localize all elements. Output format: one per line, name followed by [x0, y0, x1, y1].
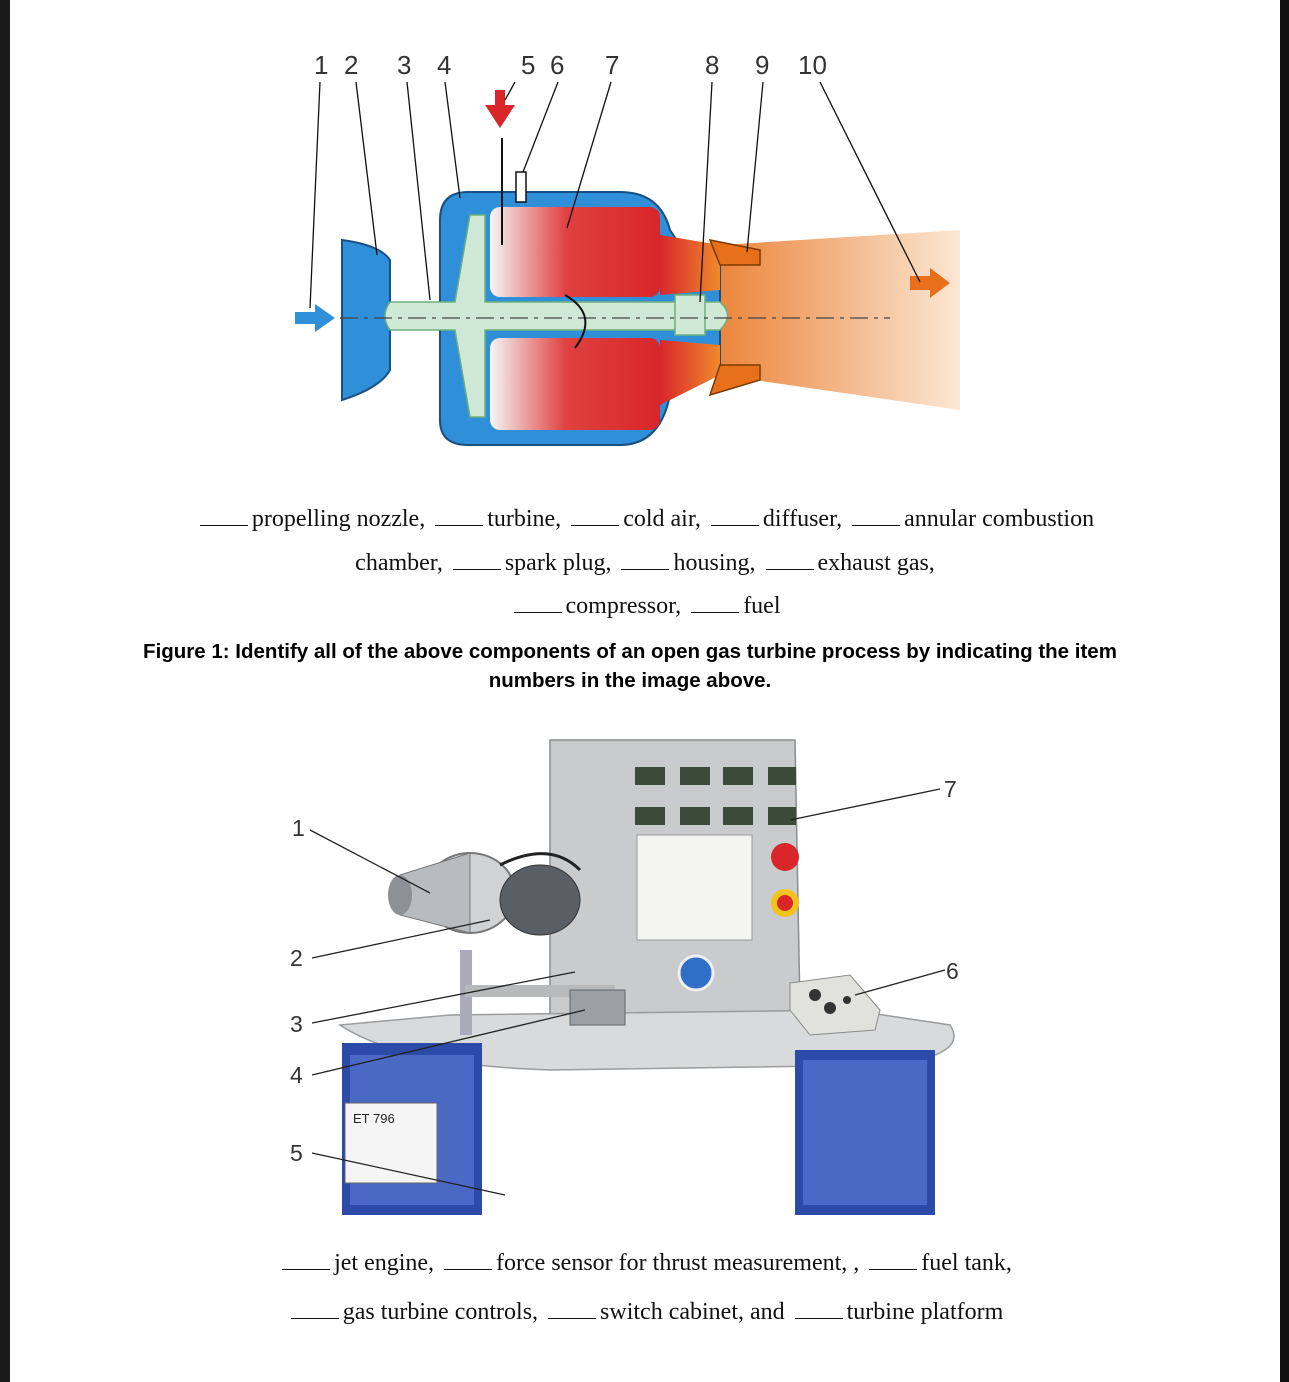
viewer-edge	[1280, 0, 1289, 1382]
fig2-callout-3: 3	[290, 1011, 303, 1037]
term-gas-turbine-controls: gas turbine controls,	[342, 1299, 539, 1325]
et796-badge: ET 796	[353, 1111, 395, 1126]
fig2-callout-5: 5	[290, 1140, 303, 1166]
term-turbine: turbine,	[487, 506, 562, 532]
fig1-callout-10: 10	[798, 50, 827, 80]
figure-1-caption: Figure 1: Identify all of the above comp…	[143, 640, 1117, 692]
term-annular-combustion: annular combustion	[904, 506, 1095, 532]
term-housing: housing,	[673, 550, 756, 576]
fig1-terms-line-1: propelling nozzle, turbine, cold air, di…	[10, 506, 1280, 533]
fig2-terms-line-1: jet engine, force sensor for thrust meas…	[10, 1250, 1280, 1277]
jet-engine-test-rig-diagram: ET 796 1 2 3 4 5 6 7	[290, 739, 959, 1215]
fig1-callout-2: 2	[344, 50, 358, 80]
term-spark-plug: spark plug,	[504, 550, 612, 576]
term-fuel: fuel	[743, 593, 781, 619]
fig2-callout-4: 4	[290, 1062, 303, 1088]
fig1-callout-1: 1	[314, 50, 328, 80]
fig1-callout-8: 8	[705, 50, 719, 80]
fig1-terms-line-3: compressor, fuel	[10, 593, 1280, 620]
term-jet-engine: jet engine,	[334, 1250, 435, 1276]
fig1-callout-4: 4	[437, 50, 451, 80]
gas-turbine-diagram: 1 2 3 4 5 6 7 8 9 10	[295, 50, 960, 446]
term-fuel-tank: fuel tank,	[921, 1250, 1012, 1276]
document-page: 1 2 3 4 5 6 7 8 9 10 propelling nozzle, …	[10, 0, 1280, 1382]
term-diffuser: diffuser,	[762, 506, 843, 532]
term-force-sensor: force sensor for thrust measurement, ,	[496, 1250, 860, 1276]
term-compressor: compressor,	[565, 593, 682, 619]
fig2-callout-1: 1	[292, 815, 305, 841]
term-propelling-nozzle: propelling nozzle,	[251, 506, 426, 532]
fig1-terms-line-2: chamber, spark plug, housing, exhaust ga…	[10, 550, 1280, 577]
fig1-callout-6: 6	[550, 50, 564, 80]
term-turbine-platform: turbine platform	[846, 1299, 1004, 1325]
fig2-callout-2: 2	[290, 945, 303, 971]
term-cold-air: cold air,	[623, 506, 701, 532]
term-chamber: chamber,	[355, 550, 443, 576]
fig2-terms-line-2: gas turbine controls, switch cabinet, an…	[10, 1299, 1280, 1326]
fig1-callout-3: 3	[397, 50, 411, 80]
fig1-callout-7: 7	[605, 50, 619, 80]
term-switch-cabinet: switch cabinet, and	[600, 1299, 785, 1325]
fig1-callout-5: 5	[521, 50, 535, 80]
term-exhaust-gas: exhaust gas,	[817, 550, 935, 576]
fig2-callout-7: 7	[944, 776, 957, 802]
fig1-callout-9: 9	[755, 50, 769, 80]
fig2-callout-6: 6	[946, 958, 959, 984]
